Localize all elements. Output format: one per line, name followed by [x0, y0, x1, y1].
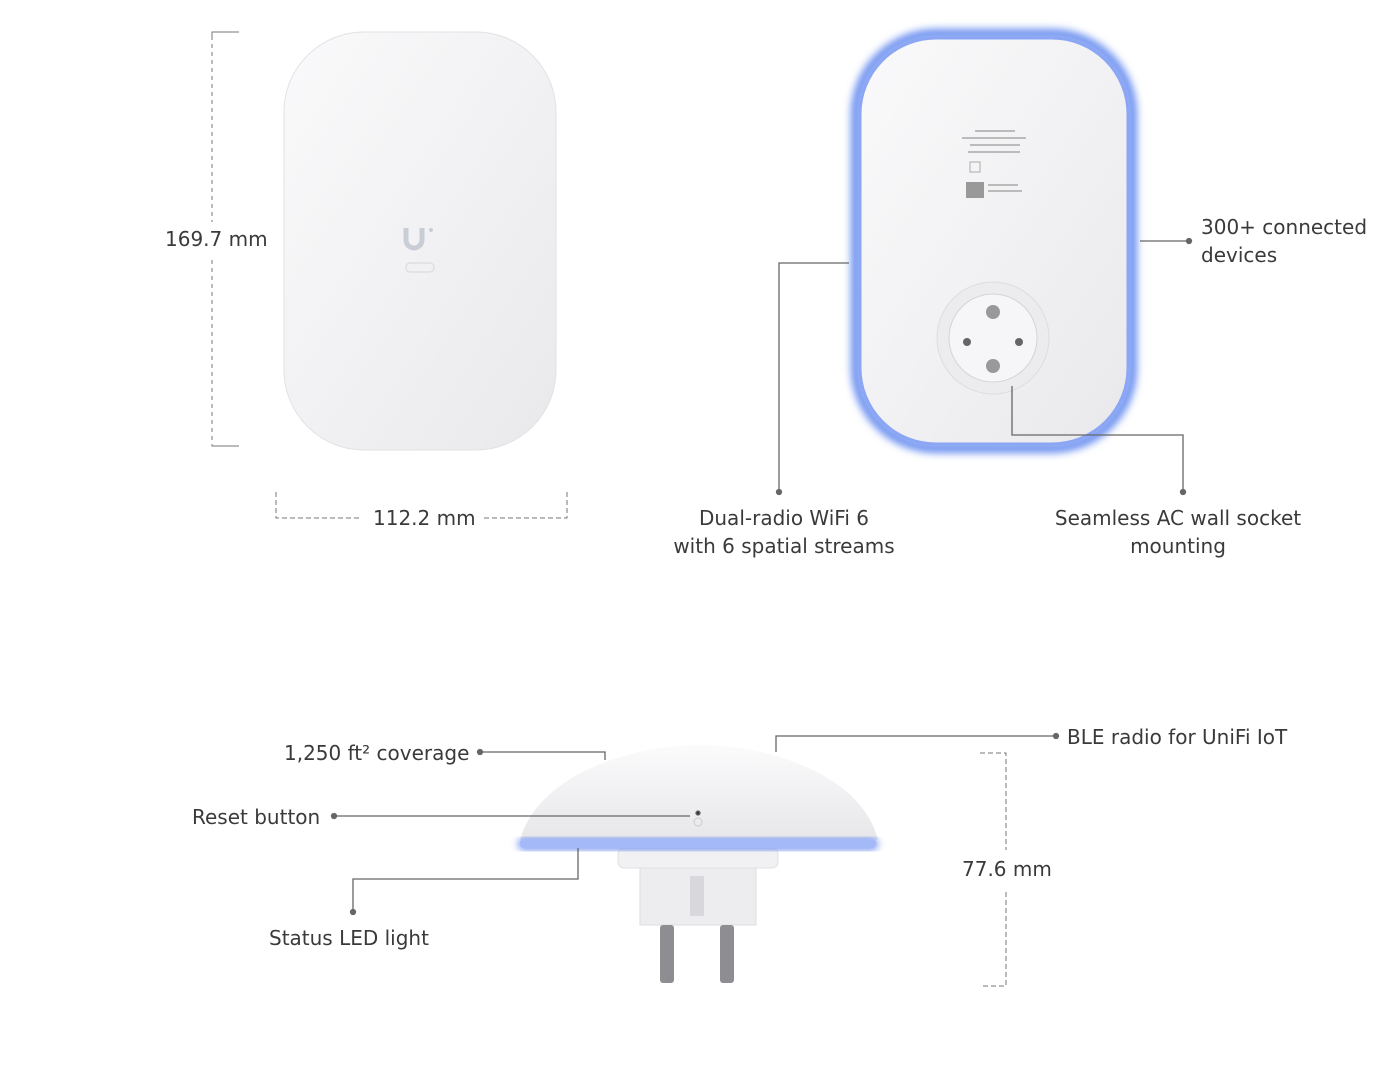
callout-reset: Reset button [192, 805, 321, 829]
callout-ble: BLE radio for UniFi IoT [1067, 725, 1288, 749]
callout-line: devices [1201, 243, 1278, 267]
width-dimension [275, 492, 568, 519]
unifi-logo-icon [403, 228, 425, 251]
callout-line: Seamless AC wall socket [1054, 506, 1302, 530]
width-label: 112.2 mm [373, 506, 476, 530]
callout-line: mounting [1130, 534, 1226, 558]
leader-lines [330, 237, 1193, 916]
front-view-device [283, 31, 557, 451]
callout-coverage: 1,250 ft² coverage [284, 741, 470, 765]
reset-button-icon [693, 817, 703, 827]
callout-line: 300+ connected [1201, 215, 1368, 239]
depth-dimension [980, 752, 1007, 987]
side-view-device [518, 745, 878, 983]
callout-connected-devices: 300+ connected devices [1201, 213, 1367, 269]
depth-label: 77.6 mm [962, 857, 1052, 881]
callout-line: with 6 spatial streams [673, 534, 895, 558]
back-view-device [851, 29, 1137, 453]
height-dimension [160, 31, 270, 447]
callout-socket: Seamless AC wall socket mounting [1040, 504, 1316, 560]
callout-led: Status LED light [269, 926, 429, 950]
height-label: 169.7 mm [165, 227, 268, 251]
callout-line: Dual-radio WiFi 6 [698, 506, 869, 530]
callout-wifi: Dual-radio WiFi 6 with 6 spatial streams [664, 504, 904, 560]
